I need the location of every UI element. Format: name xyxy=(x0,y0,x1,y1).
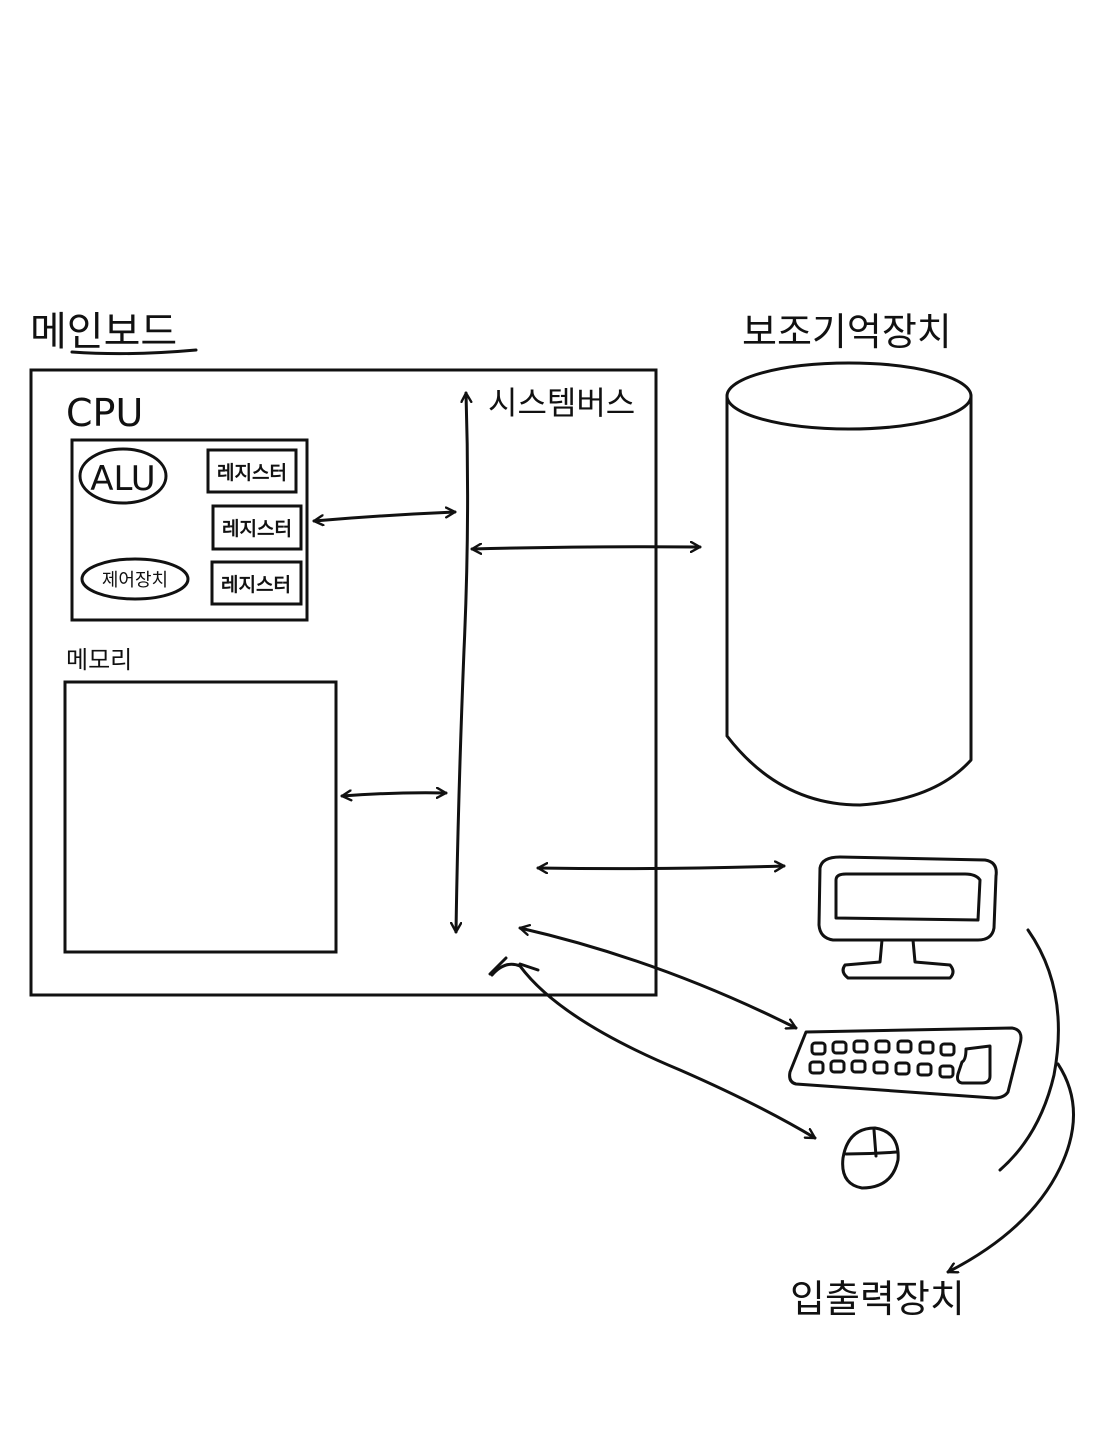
system-bus-line xyxy=(456,391,468,934)
keyboard-icon xyxy=(788,1026,1023,1100)
cpu-label: CPU xyxy=(66,391,143,435)
io-bracket-curve xyxy=(998,928,1060,1172)
register-2-box xyxy=(211,504,303,551)
cylinder-icon xyxy=(725,361,973,807)
memory-bus-arrow xyxy=(340,793,448,796)
storage-bus-arrow xyxy=(470,547,702,549)
monitor-icon xyxy=(817,855,998,980)
storage-label: 보조기억장치 xyxy=(742,310,952,354)
register-1-label: 레지스터 xyxy=(217,462,287,484)
control-unit-label: 제어장치 xyxy=(102,570,168,591)
io-devices-label: 입출력장치 xyxy=(790,1277,965,1321)
keyboard-bus-arrow xyxy=(518,928,798,1028)
mainboard-label: 메인보드 xyxy=(30,309,177,355)
register-1-box xyxy=(206,448,298,494)
register-3-label: 레지스터 xyxy=(221,574,291,596)
mainboard-underline xyxy=(70,348,198,356)
cpu-bus-arrow xyxy=(312,512,457,521)
register-3-box xyxy=(210,560,303,606)
memory-label: 메모리 xyxy=(66,646,132,674)
alu-label: ALU xyxy=(90,459,155,499)
mouse-bus-arrow xyxy=(490,962,817,1140)
monitor-bus-arrow xyxy=(536,866,786,869)
register-2-label: 레지스터 xyxy=(222,518,292,540)
mouse-bus-arrow-head xyxy=(488,956,540,976)
memory-box xyxy=(63,680,338,954)
io-pointer-arrow xyxy=(946,1062,1075,1272)
system-bus-label: 시스템버스 xyxy=(488,384,635,422)
control-unit-ellipse xyxy=(80,557,190,601)
mouse-icon xyxy=(841,1126,900,1190)
alu-ellipse xyxy=(78,447,168,505)
